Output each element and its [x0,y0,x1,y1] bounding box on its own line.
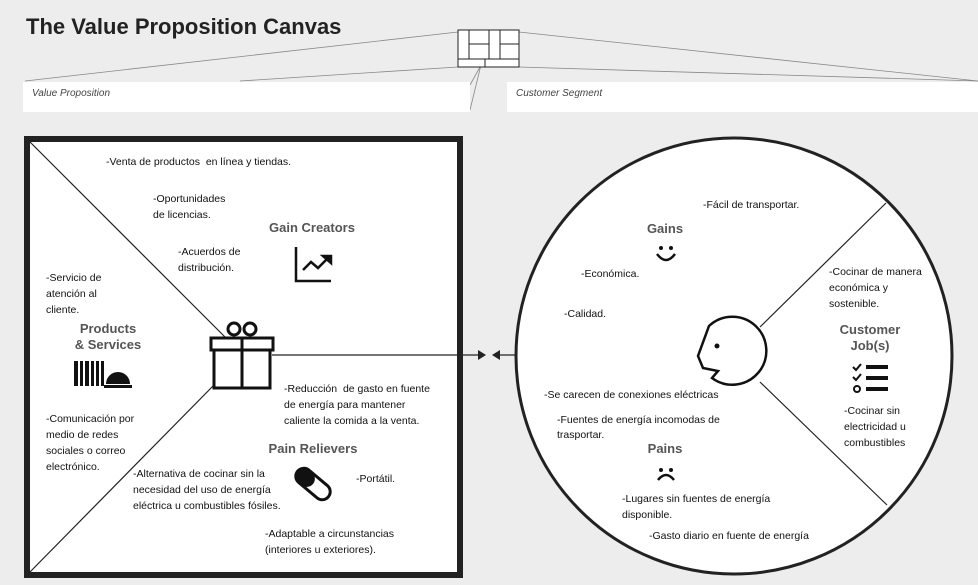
value-proposition-label: Value Proposition [32,88,111,99]
product-item: -Servicio de atención al cliente. [46,272,102,316]
products-services-heading: Products & Services [74,321,142,352]
customer-segment-label: Customer Segment [516,88,603,99]
gain-item: -Fácil de transportar. [703,199,800,211]
customer-face-icon [696,315,768,386]
customer-job-item: -Cocinar de manera económica y sostenibl… [829,266,922,310]
pain-reliever-item: -Reducción de gasto en fuente de energía… [284,383,430,427]
pain-reliever-item: -Portátil. [356,473,396,485]
pain-item: -Gasto diario en fuente de energía [649,530,809,542]
customer-jobs-heading: Customer Job(s) [839,322,901,353]
frown-icon [657,468,675,481]
product-item: -Comunicación por medio de redes sociale… [46,413,135,473]
gain-creator-item: -Venta de productos en línea y tiendas. [106,156,292,168]
pain-reliever-item: -Alternativa de cocinar sin la necesidad… [133,468,281,512]
pain-item: -Fuentes de energía incomodas de traspor… [557,414,720,441]
arrows-icon [478,350,500,360]
value-proposition-box: Value Proposition [23,82,470,112]
pain-relievers-heading: Pain Relievers [268,441,358,456]
growth-chart-icon [294,247,333,283]
smile-icon [656,246,676,262]
pain-reliever-item: -Adaptable a circunstancias (interiores … [265,528,394,556]
pain-item: -Se carecen de conexiones eléctricas [544,389,719,401]
checklist-icon [852,363,888,393]
pill-icon [294,466,332,502]
gain-item: -Calidad. [564,308,607,320]
gift-icon [209,321,275,390]
customer-job-item: -Cocinar sin electricidad u combustibles [844,405,906,449]
mini-canvas-icon [457,29,520,68]
customer-segment-box: Customer Segment [507,82,978,112]
gain-creator-item: -Acuerdos de distribución. [178,246,241,274]
page-title: The Value Proposition Canvas [26,14,342,39]
gain-item: -Económica. [581,268,640,280]
gain-creators-heading: Gain Creators [269,220,355,235]
products-icon [74,361,132,388]
gains-heading: Gains [646,221,684,236]
gain-creator-item: -Oportunidades de licencias. [153,193,226,221]
pain-item: -Lugares sin fuentes de energía disponib… [622,493,771,521]
pains-heading: Pains [647,441,683,456]
header-connector-lines [24,31,978,111]
